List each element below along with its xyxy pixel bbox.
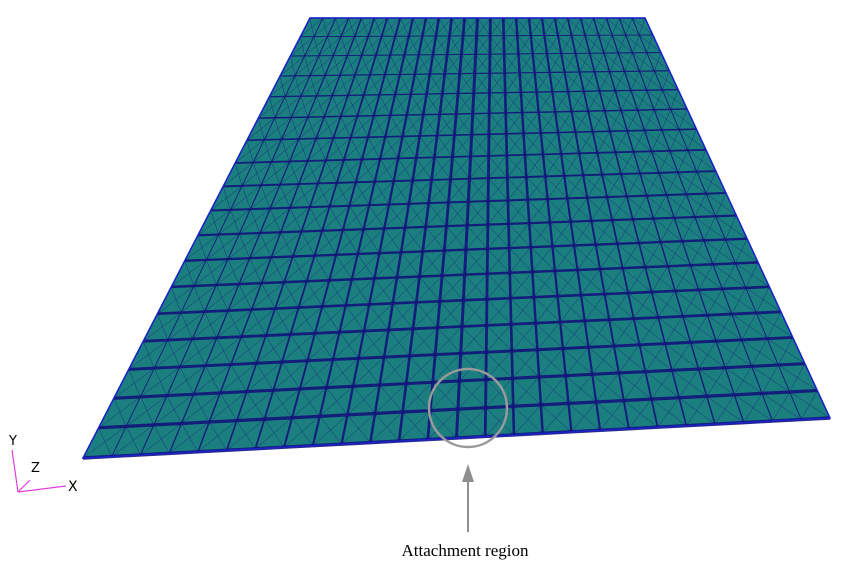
plate-mesh [81,17,832,460]
axis-triad: Y Z X [8,434,78,495]
mesh-column-line [397,17,454,442]
mesh-column-line [631,17,802,420]
mesh-column-line [455,17,479,439]
mesh-column-line [254,17,389,450]
mesh-column-line [283,17,402,448]
mesh-column-line [540,17,602,431]
triad-z-axis [17,479,31,493]
mesh-column-line [605,17,745,423]
triad-y-axis [11,449,19,493]
callout-arrowhead [462,464,474,482]
mesh-column-line [592,17,716,425]
mesh-column-line [197,17,363,453]
mesh-column-line [369,17,441,443]
mesh-column-line [483,17,492,437]
mesh-column-line [618,17,774,422]
mesh-column-line [501,17,516,435]
mesh-column-line [553,17,630,429]
triad-x-label: X [68,479,78,495]
attachment-callout [427,367,509,532]
mesh-column-line [311,17,415,446]
attachment-region-label: Attachment region [401,541,529,560]
mesh-column-line [225,17,376,451]
mesh-column-line [566,17,659,428]
plate-outline [81,17,832,459]
triad-z-label: Z [31,461,40,476]
mesh-column-line [111,17,324,457]
mesh-column-line [426,17,467,440]
mesh-column-line [168,17,350,454]
mesh-column-line [139,17,337,456]
mesh-column-line [514,17,544,434]
mesh-column-line [527,17,573,432]
mesh-column-line [340,17,428,445]
mesh-column-line [579,17,688,426]
element-diagonals [82,17,831,459]
attachment-circle [427,367,509,449]
triad-y-label: Y [8,434,17,449]
triad-x-axis [17,485,67,493]
